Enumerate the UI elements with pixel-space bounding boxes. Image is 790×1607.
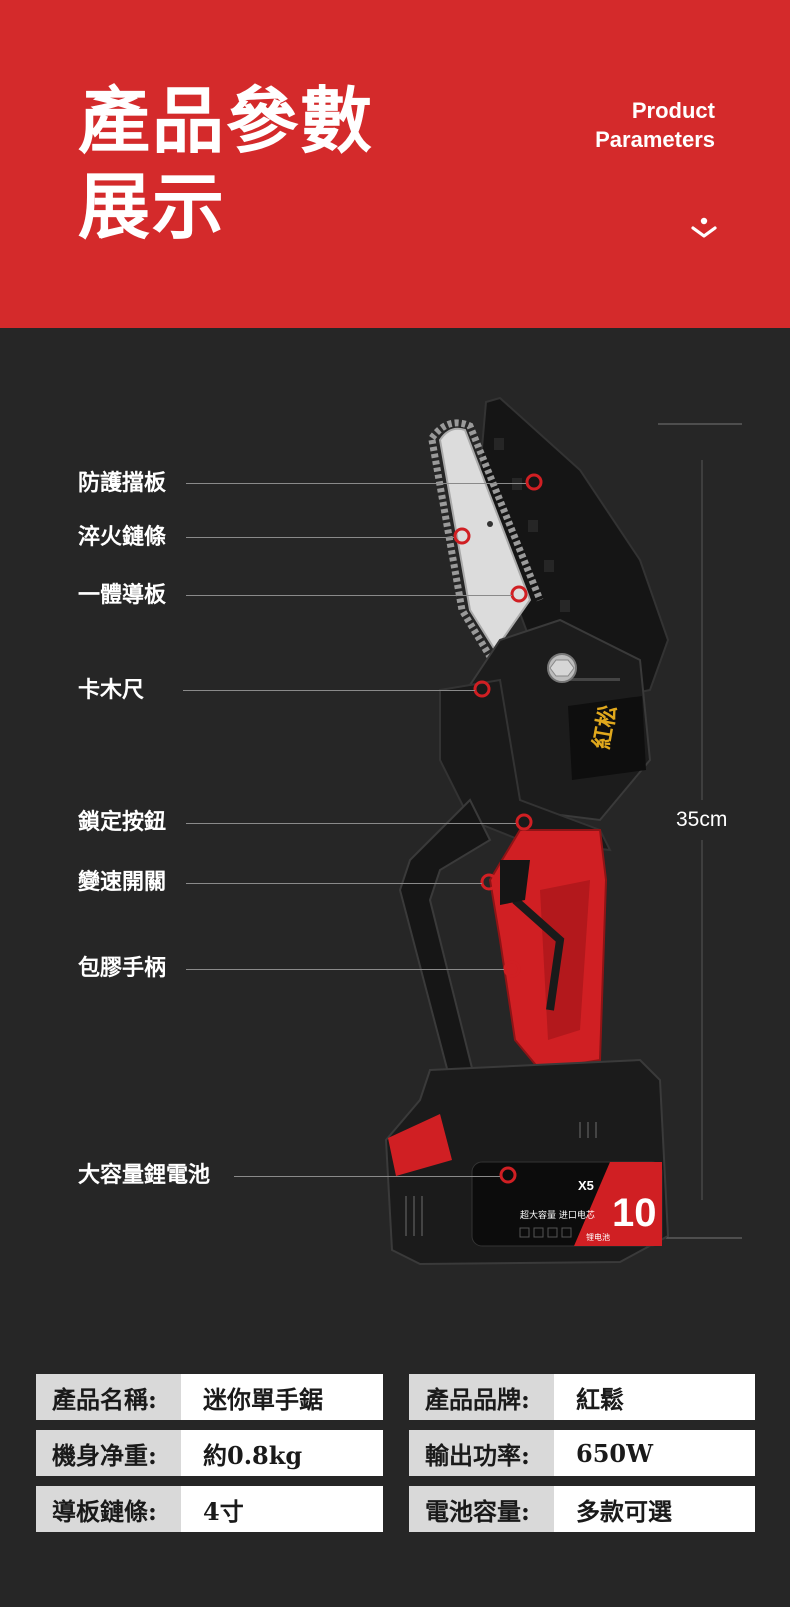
chainsaw-illustration: 紅松 10 X5 超大容量 进口电芯 锂电池 — [384, 396, 742, 1266]
spec-value-bar-chain: 4寸 — [181, 1486, 383, 1532]
callout-guard-plate: 防護擋板 — [78, 471, 167, 496]
callout-line-lock-button — [186, 823, 516, 824]
spec-key-product-name: 產品名稱: — [36, 1374, 181, 1420]
page-subtitle-line-1: Product — [631, 98, 715, 123]
header-banner: 產品參數 展示 Product Parameters — [0, 0, 790, 328]
battery-capacity-number: 10 — [612, 1191, 657, 1235]
handle-loop — [398, 798, 492, 1081]
spec-value-product-name: 迷你單手鋸 — [181, 1374, 383, 1420]
battery-vents — [405, 1122, 597, 1236]
spec-key-net-weight: 機身净重: — [36, 1430, 181, 1476]
page-subtitle-line-2: Parameters — [595, 127, 715, 152]
callout-line-guide-bar — [186, 595, 512, 596]
page-title-line-1: 產品參數 — [78, 79, 375, 163]
callout-dots — [453, 473, 543, 1184]
guide-bar — [438, 427, 532, 652]
chevron-down-icon — [691, 217, 717, 238]
callout-line-speed-switch — [186, 883, 482, 884]
battery-latch — [388, 1114, 452, 1176]
callout-rubber-handle: 包膠手柄 — [78, 956, 167, 981]
spec-value-net-weight: 約0.8kg — [181, 1430, 383, 1476]
guard-notches — [494, 438, 570, 612]
callout-line-wood-clamp — [183, 690, 475, 691]
callout-speed-switch: 變速開關 — [78, 870, 167, 895]
page-title: 產品參數 展示 — [78, 78, 374, 250]
height-dimension-label: 35cm — [676, 808, 728, 831]
spec-value-output-power: 650W — [554, 1430, 755, 1476]
battery-model: X5 — [578, 1178, 594, 1193]
callout-lock-button: 鎖定按鈕 — [78, 810, 167, 835]
spec-key-brand: 產品品牌: — [409, 1374, 554, 1420]
battery-text: 超大容量 进口电芯 — [520, 1209, 595, 1221]
brand-badge — [568, 696, 646, 780]
spec-key-battery-capacity: 電池容量: — [409, 1486, 554, 1532]
battery-sub-text: 锂电池 — [586, 1232, 610, 1242]
callout-line-battery — [234, 1176, 500, 1177]
spec-key-bar-chain: 導板鏈條: — [36, 1486, 181, 1532]
callout-line-rubber-handle — [186, 969, 504, 970]
callout-chain: 淬火鏈條 — [78, 525, 167, 550]
callout-guide-bar: 一體導板 — [78, 583, 167, 608]
page-subtitle: Product Parameters — [595, 96, 715, 154]
saw-chain — [429, 419, 544, 602]
spec-value-battery-capacity: 多款可選 — [554, 1486, 755, 1532]
callout-line-chain — [186, 537, 454, 538]
callout-battery: 大容量鋰電池 — [78, 1163, 211, 1188]
callout-line-guard-plate — [186, 483, 526, 484]
spec-key-output-power: 輸出功率: — [409, 1430, 554, 1476]
page-title-line-2: 展示 — [78, 165, 227, 249]
speed-trigger — [500, 860, 530, 905]
callout-wood-clamp: 卡木尺 — [78, 678, 145, 703]
spec-value-brand: 紅鬆 — [554, 1374, 755, 1420]
